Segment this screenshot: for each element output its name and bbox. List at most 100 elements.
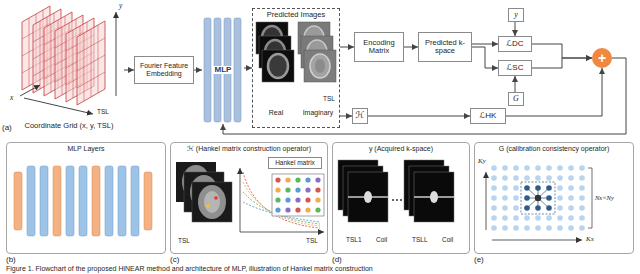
mlp-block: MLP (202, 16, 244, 124)
process-box: Fourier Feature Embedding (134, 56, 194, 84)
layer-bar (79, 166, 87, 236)
ellipsis-dot (400, 199, 402, 201)
ellipsis-dot (392, 199, 394, 201)
loss-box: ℒDC (498, 36, 532, 52)
kspace-image (348, 172, 388, 222)
panel-label: (d) (332, 256, 342, 265)
image-group: Predicted ImagesRealImaginary TSL (252, 8, 340, 128)
node-text: MLP Layers (7, 145, 165, 153)
voxel-dot (214, 196, 218, 200)
plot-axis (240, 168, 241, 232)
layer-bar (53, 166, 61, 236)
hankel-figure (176, 162, 324, 232)
calibration-figure (486, 165, 592, 240)
connector (368, 116, 470, 117)
brain-ring (268, 54, 288, 78)
axis-arrow (24, 98, 93, 114)
data-box: y (508, 8, 524, 22)
node-text: ℋ (Hankel matrix construction operator) (171, 145, 327, 153)
node-text: Fourier Feature Embedding (135, 62, 193, 77)
connector (124, 70, 134, 71)
layer-bar (14, 172, 22, 230)
kspace-center (364, 191, 372, 203)
node-text: Predicted Images (253, 11, 339, 19)
connector (515, 22, 516, 36)
mlp-bars (204, 18, 241, 122)
predicted-real-images (256, 22, 294, 82)
panel-label: (e) (474, 256, 484, 265)
layer-bar (204, 18, 211, 122)
node-text: y (Acquired k-space) (333, 145, 469, 153)
grid-plane (77, 21, 105, 105)
process-box: Predicted k-space (418, 32, 472, 62)
image-label: Coil (376, 236, 387, 243)
image-label: Coil (442, 236, 453, 243)
coordinate-grid: Coordinate Grid (x, y, TSL) (14, 4, 124, 136)
connector (532, 44, 592, 58)
node-text: Imaginary (297, 109, 339, 117)
node-text: TSL (319, 95, 339, 102)
kspace-figure (338, 160, 454, 222)
axis-label: Ky (478, 158, 486, 166)
node-text: G (513, 95, 519, 104)
loss-box: ℒHK (470, 108, 506, 124)
node-text: G (calibration consistency operator) (475, 145, 633, 153)
node-text: y (514, 11, 518, 20)
node-text: Coordinate Grid (x, y, TSL) (14, 122, 124, 130)
mr-image (262, 50, 294, 82)
mr-image (304, 50, 336, 82)
layer-bar (234, 18, 241, 122)
layer-bar (40, 166, 48, 236)
node-text: Encoding Matrix (355, 39, 403, 56)
layer-bar (131, 166, 139, 236)
node-text: Real (257, 109, 295, 117)
axis-arrow (486, 172, 487, 230)
panel: ℋ (Hankel matrix construction operator) H… (170, 142, 328, 254)
axis-label: y (119, 2, 122, 10)
hankel-matrix-frame (272, 174, 324, 216)
layer-bar (27, 166, 35, 236)
connector (194, 70, 202, 71)
image-label: TSL1 (346, 236, 362, 243)
operator-box: ℋ (352, 108, 368, 124)
connector (515, 76, 516, 92)
hankel-dots (275, 177, 320, 212)
layer-bar (144, 172, 152, 230)
panel-label: (b) (6, 256, 16, 265)
connector (472, 47, 498, 68)
brain-image (192, 182, 232, 222)
panel-label: (c) (170, 256, 179, 265)
layer-bar (66, 166, 74, 236)
node-text: MLP (213, 66, 234, 75)
axis-label: TSL (306, 237, 318, 244)
axis-arrow (492, 240, 582, 241)
process-box: Encoding Matrix (354, 32, 404, 62)
connector (472, 44, 498, 45)
ellipsis-dot (396, 199, 398, 201)
connector (340, 116, 352, 117)
node-text: Predicted k-space (419, 39, 471, 56)
size-bracket (588, 168, 592, 228)
node-text: ℒSC (507, 64, 524, 73)
kspace-center (430, 191, 438, 203)
dimension-label: Nx×Ny (595, 194, 614, 201)
brain-shape (310, 54, 330, 78)
connector (532, 58, 592, 68)
loss-box: ℒSC (498, 60, 532, 76)
axis-label: x (10, 94, 13, 102)
layer-bar (92, 166, 100, 236)
tag-box: Hankel matrix (268, 157, 322, 169)
kspace-image (414, 172, 454, 222)
node-text: ℋ (356, 111, 365, 121)
plot-axis (240, 232, 324, 233)
kspace-grid-dots (491, 165, 585, 231)
figure-caption: Figure 1. Flowchart of the proposed HiNE… (6, 265, 634, 273)
kernel-center (535, 195, 541, 201)
node-text: ℒDC (506, 40, 523, 49)
connector (223, 58, 626, 134)
panel-label: (a) (2, 124, 12, 133)
axis-arrow (116, 12, 117, 96)
